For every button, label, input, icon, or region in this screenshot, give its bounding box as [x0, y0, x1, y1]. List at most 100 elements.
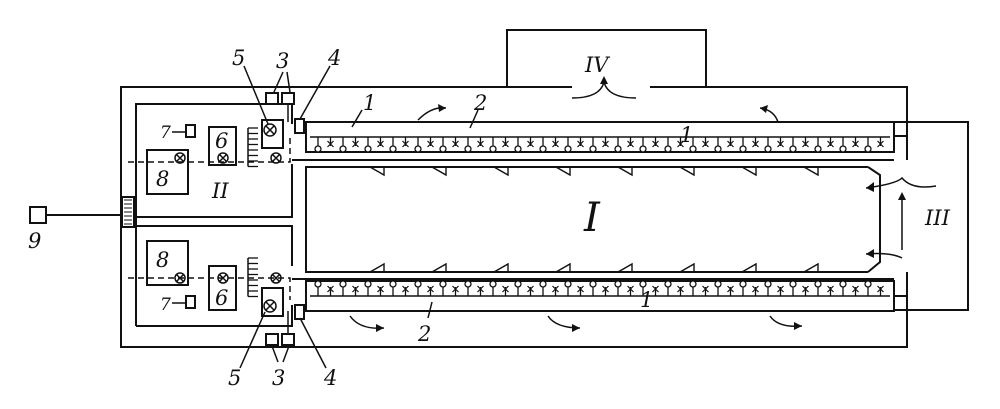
heater-element-cross [502, 285, 509, 293]
control-link-bottom [128, 277, 291, 300]
heater-strip-top [305, 121, 895, 153]
label-9: 9 [28, 229, 41, 253]
regulator-5-bottom [261, 287, 284, 317]
leader-1-top [351, 109, 363, 128]
heater-element-loop [839, 145, 847, 153]
device-8-top [146, 149, 189, 195]
heater-element-cross [352, 285, 359, 293]
heater-element-cross [727, 140, 734, 148]
heater-element-loop [814, 280, 822, 288]
thermocouple-3a-bottom [265, 333, 279, 346]
exhaust-arrow [571, 81, 637, 99]
leader-5-top [243, 65, 269, 125]
heater-element-loop [389, 145, 397, 153]
device-7-bottom [185, 295, 196, 309]
tunnel-wall [305, 166, 868, 273]
heater-element-cross [652, 140, 659, 148]
heater-element-loop [814, 145, 822, 153]
leader-2-bottom [427, 301, 433, 319]
heater-element-loop [614, 145, 622, 153]
tunnel-rib-top [431, 166, 447, 177]
tunnel-rib-top [493, 166, 509, 177]
leader-3-top-a [273, 71, 284, 93]
tunnel-wall-ribs [369, 166, 819, 273]
leader-5-bottom [239, 311, 266, 369]
tunnel-rib-top [741, 166, 757, 177]
heater-element-cross [777, 285, 784, 293]
thermocouple-3a-top [265, 92, 279, 105]
leader-4-top [299, 65, 331, 120]
heater-element-loop [714, 280, 722, 288]
tunnel-rib-bottom [493, 262, 509, 273]
heater-element-loop [314, 280, 322, 288]
heater-element-cross [427, 140, 434, 148]
heater-element-loop [489, 280, 497, 288]
airflow-arrow-head [794, 322, 802, 330]
scale-top [247, 127, 258, 168]
terminal-block-ticks [124, 199, 132, 225]
heater-element-cross [852, 140, 859, 148]
heater-element-cross [877, 285, 884, 293]
heater-element-loop [439, 145, 447, 153]
heater-element-loop [589, 280, 597, 288]
heater-element-cross [527, 140, 534, 148]
heater-element-cross [627, 140, 634, 148]
heater-element-loop [864, 280, 872, 288]
label-2-top: 2 [473, 91, 487, 115]
label-7-bottom: 7 [160, 295, 171, 315]
heater-element-loop [739, 145, 747, 153]
heater-element-cross [477, 285, 484, 293]
heater-element-cross [802, 285, 809, 293]
leader-3-top-b [286, 71, 291, 93]
fan-intake-arrow [865, 176, 937, 189]
tunnel-rib-top [803, 166, 819, 177]
label-8-bottom: 8 [156, 248, 169, 272]
label-III: III [924, 206, 951, 230]
leader-4-bottom [299, 317, 327, 369]
tunnel-rib-bottom [431, 262, 447, 273]
device-8-top-indicator-x [175, 153, 185, 163]
label-1-bottom: 1 [640, 288, 653, 312]
tunnel-rib-top [617, 166, 633, 177]
heater-element-cross [702, 140, 709, 148]
heater-element-loop [514, 145, 522, 153]
sensor-4-top [294, 118, 305, 134]
heater-element-loop [639, 280, 647, 288]
heater-element-loop [564, 145, 572, 153]
heater-element-cross [452, 140, 459, 148]
heater-element-loop [314, 145, 322, 153]
heater-element-loop [489, 145, 497, 153]
exhaust-arrow-head [600, 76, 608, 84]
heater-element-cross [727, 285, 734, 293]
heater-element-cross [602, 285, 609, 293]
label-5-bottom: 5 [228, 366, 241, 390]
control-room-bottom-base [136, 305, 293, 327]
tunnel-rib-top [679, 166, 695, 177]
heater-elements-top [310, 136, 890, 153]
regulator-5-bottom-dial [263, 299, 277, 313]
tunnel-rib-bottom [741, 262, 757, 273]
label-3-bottom: 3 [272, 366, 285, 390]
heater-element-cross [677, 285, 684, 293]
heater-element-cross [527, 285, 534, 293]
heater-element-loop [414, 280, 422, 288]
heater-element-cross [827, 140, 834, 148]
heater-strip-bottom [305, 280, 895, 312]
tunnel-rib-top [369, 166, 385, 177]
heater-element-loop [564, 280, 572, 288]
heater-element-cross [327, 140, 334, 148]
leader-3-bottom-b [282, 345, 290, 363]
heater-element-loop [464, 280, 472, 288]
regulator-top-lamp [270, 152, 282, 164]
heater-element-loop [689, 280, 697, 288]
airflow-arrow-head [376, 324, 384, 332]
heater-element-cross [377, 140, 384, 148]
heater-element-loop [364, 280, 372, 288]
regulator-5-bottom-dial-x [265, 301, 275, 311]
label-6-bottom: 6 [215, 286, 228, 310]
airflow-arrows [349, 76, 937, 332]
heater-element-loop [514, 280, 522, 288]
heater-element-cross [627, 285, 634, 293]
heater-element-loop [839, 280, 847, 288]
